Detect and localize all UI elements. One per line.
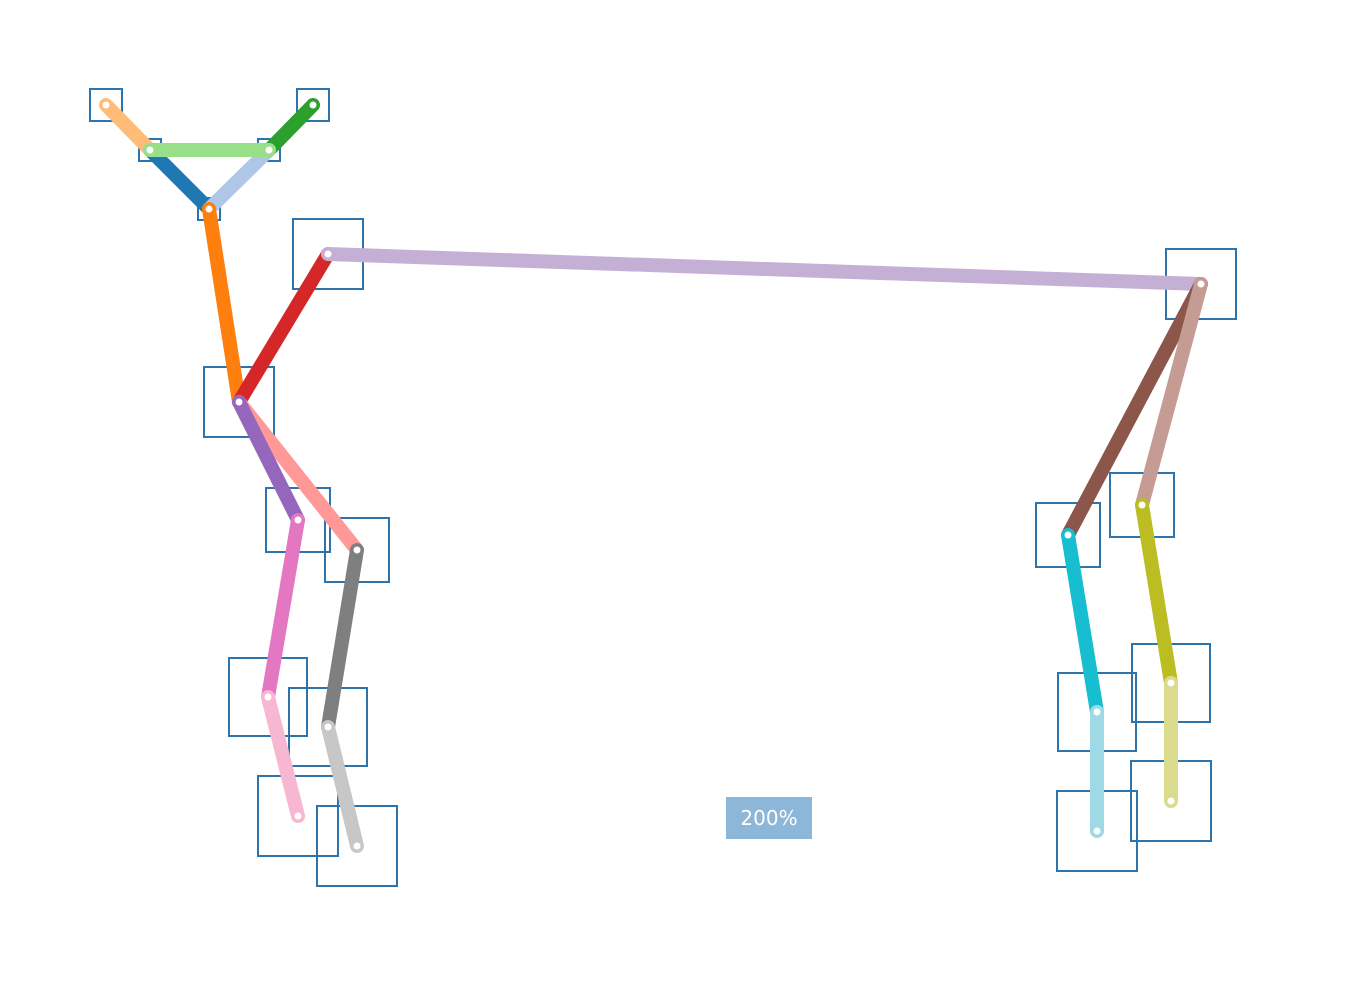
joint-d[interactable] (265, 146, 273, 154)
bone-l-p[interactable] (1135, 498, 1178, 690)
bone-e-d[interactable] (202, 143, 276, 216)
joint-c[interactable] (146, 146, 154, 154)
bone-a-c[interactable] (99, 98, 157, 157)
joint-h[interactable] (235, 398, 243, 406)
keypoint-box-b[interactable] (296, 88, 330, 122)
bone-c-e[interactable] (143, 143, 216, 216)
bone-j-n[interactable] (321, 543, 364, 734)
joint-m[interactable] (264, 693, 272, 701)
bone-n-r[interactable] (321, 720, 364, 853)
joint-j[interactable] (353, 546, 361, 554)
joint-p[interactable] (1167, 679, 1175, 687)
joint-g[interactable] (1197, 280, 1205, 288)
joint-i[interactable] (294, 516, 302, 524)
joint-q[interactable] (294, 812, 302, 820)
joint-t[interactable] (1167, 797, 1175, 805)
bone-k-o[interactable] (1061, 528, 1104, 719)
joint-l[interactable] (1138, 501, 1146, 509)
joint-o[interactable] (1093, 708, 1101, 716)
skeleton-bones (99, 98, 1208, 853)
keypoint-box-r[interactable] (316, 805, 398, 887)
joint-f[interactable] (324, 250, 332, 258)
joint-n[interactable] (324, 723, 332, 731)
keypoint-box-q[interactable] (257, 775, 339, 857)
keypoint-boxes (89, 88, 1237, 887)
bone-b-d[interactable] (262, 98, 320, 157)
joint-s[interactable] (1093, 827, 1101, 835)
bone-h-i[interactable] (232, 395, 305, 527)
bone-m-q[interactable] (261, 690, 305, 823)
joint-r[interactable] (353, 842, 361, 850)
joint-a[interactable] (102, 101, 110, 109)
bone-i-m[interactable] (261, 513, 305, 704)
bone-f-g[interactable] (321, 247, 1208, 291)
skeleton-joints (102, 101, 1205, 850)
bone-h-f[interactable] (232, 247, 335, 409)
joint-k[interactable] (1064, 531, 1072, 539)
bone-g-l[interactable] (1135, 277, 1208, 512)
joint-b[interactable] (309, 101, 317, 109)
zoom-level-badge[interactable]: 200% (726, 797, 812, 839)
bone-g-k[interactable] (1061, 277, 1208, 542)
joint-e[interactable] (205, 205, 213, 213)
keypoint-box-a[interactable] (89, 88, 123, 122)
bone-e-h[interactable] (202, 202, 246, 409)
